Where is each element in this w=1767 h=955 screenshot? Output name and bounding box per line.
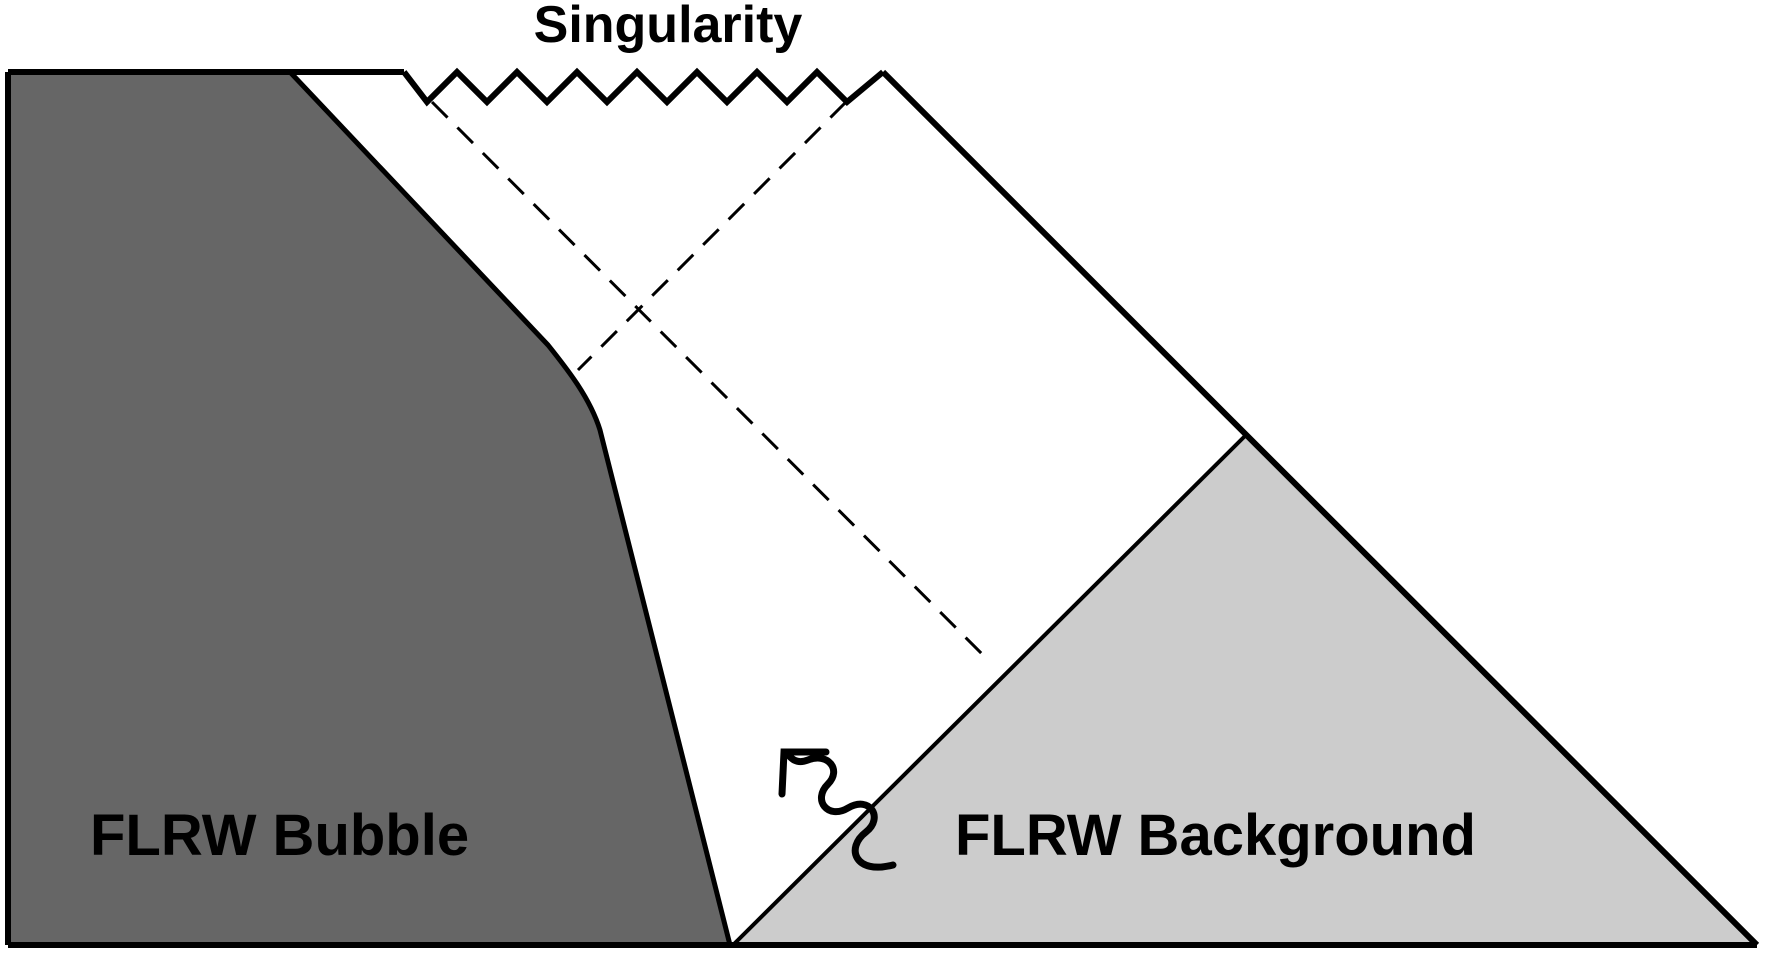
background-boundary-line: [731, 431, 1250, 947]
singularity-label: Singularity: [534, 0, 803, 54]
event-horizon-dashed: [430, 100, 992, 664]
flrw-bubble-region: [8, 72, 730, 945]
right-null-boundary: [880, 69, 1760, 948]
flrw-bubble-label: FLRW Bubble: [90, 803, 469, 868]
singularity-zigzag: [401, 67, 885, 107]
wavy-arrow-icon: [778, 748, 897, 871]
flrw-background-region: [733, 433, 1757, 945]
apparent-horizon-dashed: [576, 100, 848, 372]
bubble-wall: [288, 70, 733, 946]
flrw-background-label: FLRW Background: [955, 803, 1476, 868]
